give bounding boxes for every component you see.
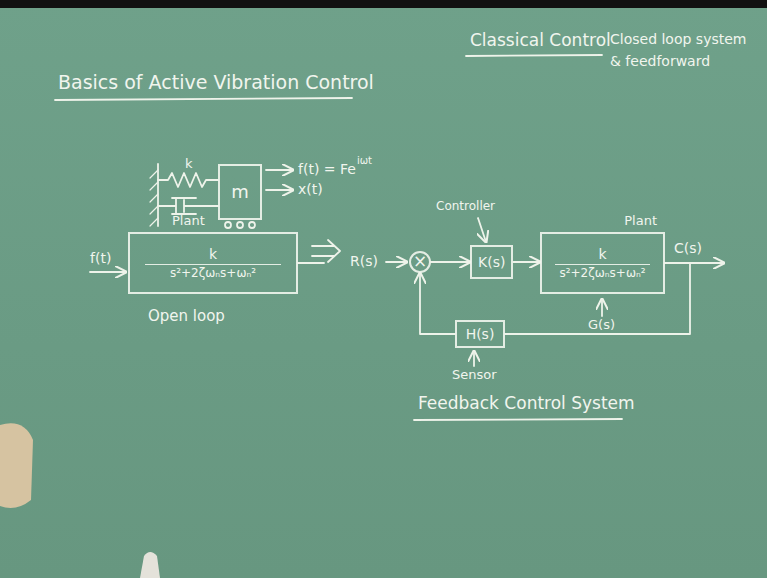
signal-connector (505, 263, 690, 334)
title: Basics of Active Vibration Control (58, 72, 374, 94)
wall-hatch (150, 170, 158, 226)
signal-label: x(t) (298, 181, 323, 197)
block-heading: Plant (172, 214, 205, 228)
lecturer-hand (140, 552, 160, 578)
signal-connector (420, 273, 455, 334)
wheel (225, 222, 231, 228)
damper-symbol (158, 198, 218, 214)
signal-label: C(s) (674, 240, 702, 256)
stiffness-label: k (185, 157, 193, 172)
section-heading: Classical Control (470, 31, 611, 51)
reference-arrow (386, 261, 407, 263)
wheel (237, 222, 243, 228)
node-text: m (231, 182, 249, 203)
signal-label: f(t) (90, 250, 111, 266)
signal-connector (431, 261, 470, 263)
force-label: f(t) = Fe (298, 161, 356, 177)
leader-arrow (478, 218, 486, 242)
node-text: × (413, 252, 427, 272)
leader-arrow (601, 299, 603, 316)
wheel (249, 222, 255, 228)
displacement-arrow (266, 189, 293, 191)
block-label: Controller (436, 200, 495, 214)
fraction-bar (145, 264, 281, 265)
numerator: k (598, 246, 606, 262)
force-arrow (266, 169, 293, 171)
output-line (298, 262, 324, 264)
plant-block: Plantks²+2ζωₙs+ωₙ² (128, 232, 298, 294)
signal-label: R(s) (350, 253, 378, 269)
heading-underline (466, 55, 602, 56)
denominator: s²+2ζωₙs+ωₙ² (559, 267, 645, 281)
controller-block: K(s) (470, 245, 513, 279)
block-label: Sensor (452, 368, 497, 383)
mass-block: m (218, 164, 262, 220)
heading-underline (414, 419, 622, 420)
block-heading: Plant (624, 214, 657, 228)
numerator: k (209, 246, 217, 262)
signal-connector (513, 261, 540, 263)
top-bar (0, 0, 767, 8)
denominator: s²+2ζωₙs+ωₙ² (170, 267, 256, 281)
implies-arrow (312, 240, 340, 262)
caption-label: Open loop (148, 308, 225, 325)
summing-junction: × (409, 251, 431, 273)
note: & feedforward (610, 53, 710, 69)
note: Closed loop system (610, 31, 746, 47)
node-text: H(s) (466, 326, 495, 342)
node-text: K(s) (478, 254, 505, 270)
block-label: G(s) (588, 318, 615, 333)
input-arrow (90, 271, 126, 273)
sensor-block: H(s) (455, 320, 505, 348)
fraction-bar (555, 264, 651, 265)
exponent: iωt (357, 155, 372, 167)
section-heading: Feedback Control System (418, 394, 635, 414)
lecturer-arm (0, 423, 33, 508)
plant-block: Plantks²+2ζωₙs+ωₙ² (540, 232, 665, 294)
title-underline (55, 98, 352, 100)
leader-arrow (473, 351, 475, 366)
spring-symbol (158, 173, 218, 187)
